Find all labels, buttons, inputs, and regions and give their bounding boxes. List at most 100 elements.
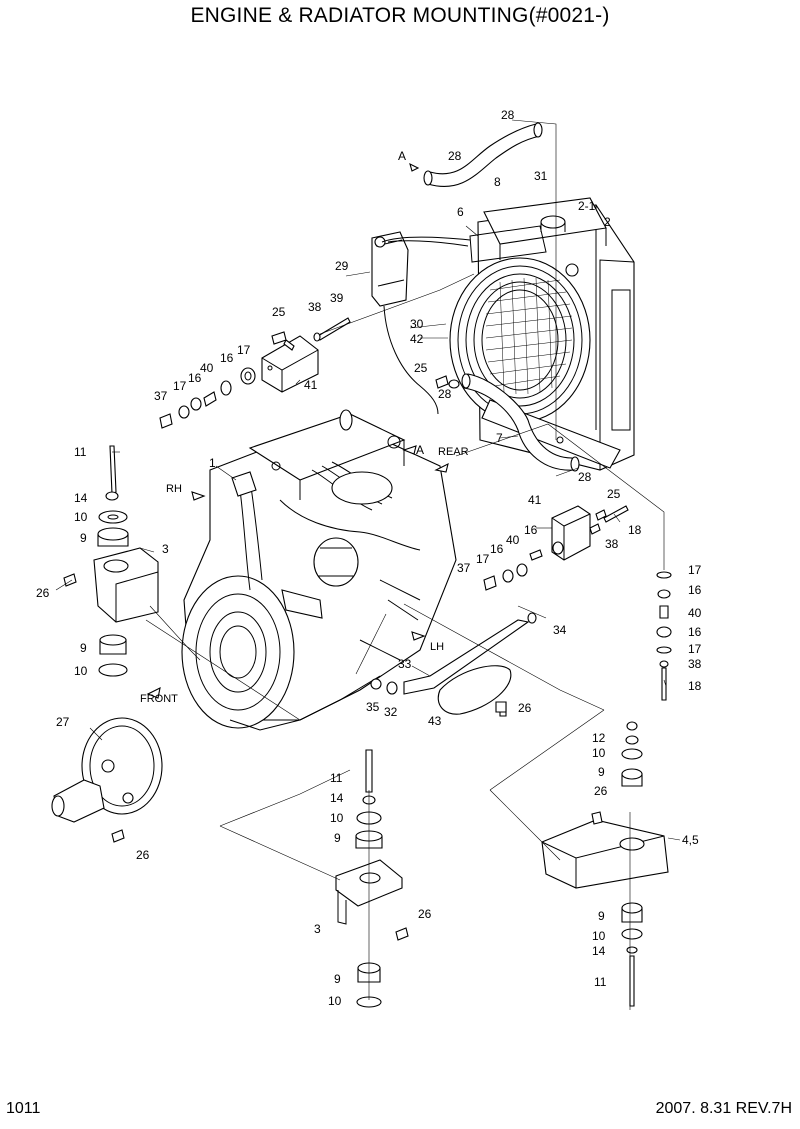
callout-10: 10 — [74, 510, 88, 524]
callout-9: 9 — [80, 531, 87, 545]
callout-18: 18 — [688, 679, 702, 693]
callout-18: 18 — [628, 523, 642, 537]
callout-17: 17 — [688, 563, 702, 577]
callout-16: 16 — [688, 625, 702, 639]
callout-9: 9 — [334, 831, 341, 845]
engine-assembly — [181, 409, 457, 731]
callout-26: 26 — [418, 907, 432, 921]
callout-17: 17 — [476, 552, 490, 566]
callout-25: 25 — [414, 361, 428, 375]
callout-17: 17 — [688, 642, 702, 656]
callout-17: 17 — [237, 343, 251, 357]
fasteners-top — [159, 331, 321, 429]
callout-26: 26 — [136, 848, 150, 862]
callout-9: 9 — [598, 765, 605, 779]
callout-33: 33 — [398, 657, 412, 671]
callout-10: 10 — [592, 746, 606, 760]
callout-28: 28 — [501, 108, 515, 122]
callout-4-5: 4,5 — [682, 833, 699, 847]
callout-8: 8 — [494, 175, 501, 189]
callout-38: 38 — [605, 537, 619, 551]
callout-11: 11 — [74, 445, 87, 459]
callout-3: 3 — [162, 542, 169, 556]
callout-16: 16 — [220, 351, 234, 365]
callout-35: 35 — [366, 700, 380, 714]
right-bolt-stack — [656, 571, 672, 701]
lower-radiator-hose — [461, 373, 580, 472]
callout-16: 16 — [524, 523, 538, 537]
right-bracket-41 — [483, 505, 629, 591]
direction-rear: REAR — [438, 446, 469, 458]
callout-28: 28 — [578, 470, 592, 484]
direction-a-top: A — [398, 149, 406, 163]
callout-9: 9 — [598, 909, 605, 923]
callout-37: 37 — [457, 561, 471, 575]
callout-3: 3 — [314, 922, 321, 936]
mounting-bracket-top — [261, 335, 319, 393]
callout-1: 1 — [209, 456, 216, 470]
coolant-reservoir — [371, 231, 409, 307]
upper-radiator-hose — [423, 122, 543, 188]
direction-a-engine: A — [416, 443, 424, 457]
callout-11: 11 — [330, 771, 343, 785]
right-engine-mount — [541, 721, 669, 1007]
callout-labels: 28 28 8 31 2-1 2 6 29 25 38 39 30 42 17 … — [36, 108, 702, 1008]
callout-14: 14 — [74, 491, 88, 505]
callout-14: 14 — [330, 791, 344, 805]
callout-30: 30 — [410, 317, 424, 331]
hose-clamp-mid — [435, 375, 460, 389]
direction-rh: RH — [166, 483, 182, 495]
callout-31: 31 — [534, 169, 548, 183]
callout-11: 11 — [594, 975, 607, 989]
callout-2: 2 — [604, 215, 611, 229]
callout-29: 29 — [335, 259, 349, 273]
page-title: ENGINE & RADIATOR MOUNTING(#0021-) — [190, 4, 610, 27]
arrow-a-engine — [402, 445, 417, 455]
callout-26: 26 — [518, 701, 532, 715]
callout-9: 9 — [80, 641, 87, 655]
fan-pulley-27 — [51, 717, 163, 843]
arrow-lh — [411, 631, 426, 641]
callout-10: 10 — [592, 929, 606, 943]
arrow-rh — [191, 491, 206, 501]
bottom-engine-mount — [335, 701, 507, 1008]
callout-27: 27 — [56, 715, 70, 729]
callout-41: 41 — [528, 493, 542, 507]
callout-14: 14 — [592, 944, 606, 958]
callout-38: 38 — [688, 657, 702, 671]
drain-pipe-33 — [370, 612, 537, 695]
arrow-front — [146, 687, 161, 699]
callout-28: 28 — [438, 387, 452, 401]
callout-41: 41 — [304, 378, 318, 392]
callout-16: 16 — [188, 371, 202, 385]
callout-40: 40 — [688, 606, 702, 620]
revision-date: 2007. 8.31 REV.7H — [655, 1100, 792, 1117]
callout-32: 32 — [384, 705, 398, 719]
callout-34: 34 — [553, 623, 567, 637]
callout-25: 25 — [607, 487, 621, 501]
callout-42: 42 — [410, 332, 424, 346]
direction-lh: LH — [430, 641, 444, 653]
callout-9: 9 — [334, 972, 341, 986]
callout-10: 10 — [74, 664, 88, 678]
callout-38: 38 — [308, 300, 322, 314]
direction-front: FRONT — [140, 693, 178, 705]
callout-43: 43 — [428, 714, 442, 728]
callout-6: 6 — [457, 205, 464, 219]
callout-25: 25 — [272, 305, 286, 319]
callout-2-1: 2-1 — [578, 199, 596, 213]
callout-7: 7 — [496, 431, 503, 445]
callout-16: 16 — [490, 542, 504, 556]
flow-arrow-a-top — [409, 162, 420, 172]
callout-40: 40 — [200, 361, 214, 375]
callout-12: 12 — [592, 731, 606, 745]
callout-10: 10 — [328, 994, 342, 1008]
callout-26: 26 — [36, 586, 50, 600]
callout-17: 17 — [173, 379, 187, 393]
page-number: 1011 — [6, 1100, 41, 1117]
callout-39: 39 — [330, 291, 344, 305]
callout-10: 10 — [330, 811, 344, 825]
callout-26: 26 — [594, 784, 608, 798]
overflow-hose — [381, 236, 471, 415]
